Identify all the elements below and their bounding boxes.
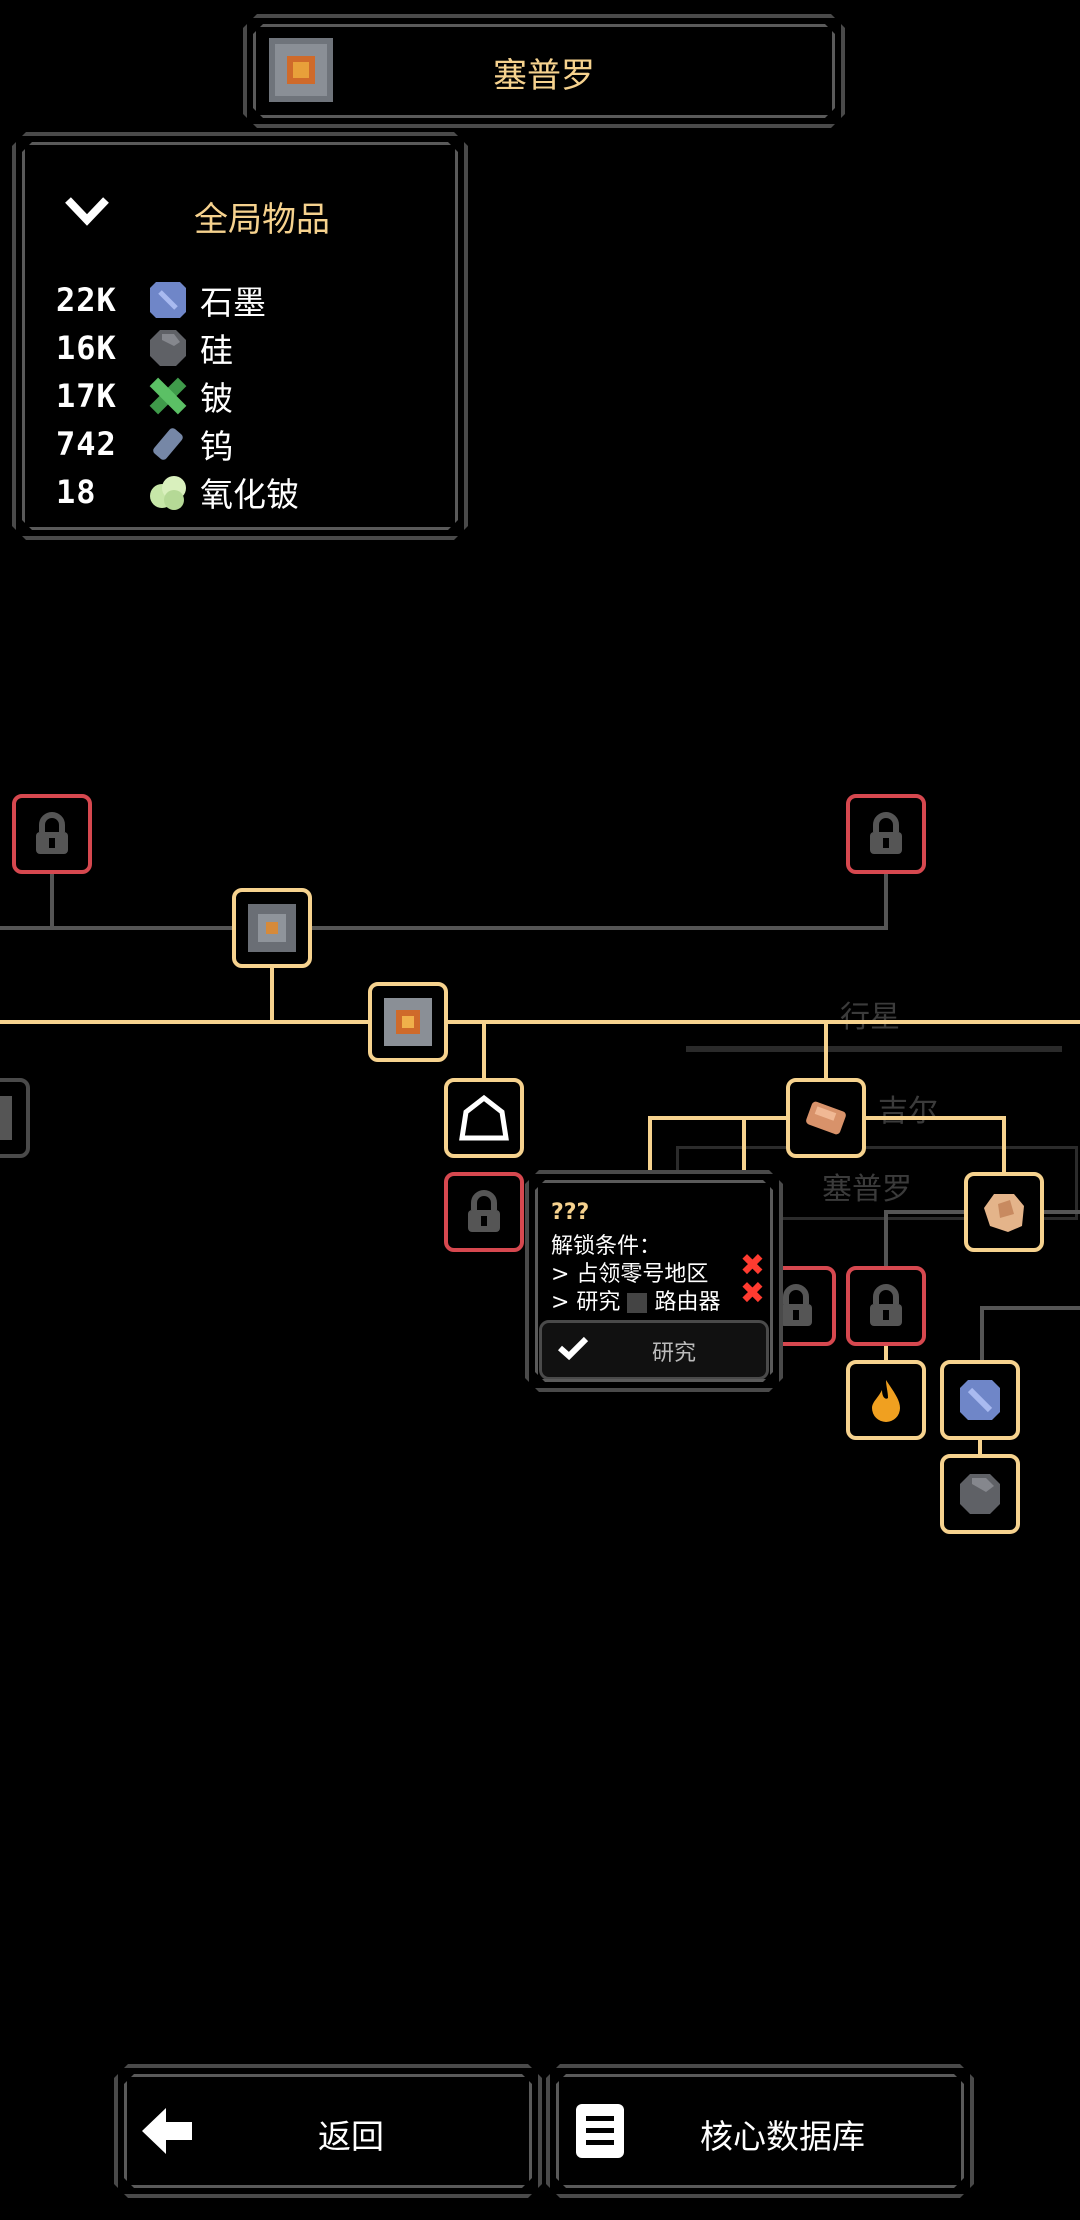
- tech-node-home[interactable]: [444, 1078, 524, 1158]
- sector-title-bar: 塞普罗: [243, 14, 845, 128]
- inventory-row: 742 钨: [56, 422, 233, 466]
- tech-node-copper[interactable]: [786, 1078, 866, 1158]
- database-icon: [572, 2102, 628, 2160]
- arrow-left-icon: [140, 2106, 194, 2156]
- requirement-sector: > 占领零号地区: [551, 1262, 709, 1287]
- global-items-panel: 全局物品 22K 石墨 16K 硅 17K 铍 742 钨 18: [12, 132, 468, 540]
- tech-wire: [0, 926, 888, 930]
- sand-icon: [984, 1194, 1024, 1232]
- graphite-icon: [146, 278, 190, 322]
- item-count: 16K: [56, 329, 117, 367]
- item-name: 氧化铍: [200, 475, 299, 514]
- tech-wire: [980, 1306, 1080, 1310]
- tech-wire: [50, 868, 54, 928]
- inventory-row: 16K 硅: [56, 326, 233, 370]
- research-button[interactable]: 研究: [539, 1320, 769, 1380]
- item-name: 石墨: [200, 283, 266, 322]
- lock-icon: [36, 812, 68, 854]
- tech-wire: [648, 1116, 652, 1176]
- global-items-title: 全局物品: [194, 200, 330, 240]
- item-name: 硅: [200, 331, 233, 370]
- tech-node-container[interactable]: [232, 888, 312, 968]
- tech-wire: [482, 1022, 486, 1080]
- tech-node-sand[interactable]: [964, 1172, 1044, 1252]
- back-button[interactable]: 返回: [114, 2064, 542, 2198]
- tech-wire: [884, 1340, 888, 1370]
- check-icon: [556, 1335, 590, 1361]
- tech-wire: [980, 1306, 984, 1366]
- silicon-icon: [146, 326, 190, 370]
- copper-icon: [806, 1101, 846, 1135]
- tech-node-locked[interactable]: [846, 1266, 926, 1346]
- tech-wire: [824, 1022, 828, 1080]
- research-tooltip: ??? 解锁条件： > 占领零号地区 ✖ > 研究 路由器 ✖ 研究: [525, 1170, 783, 1392]
- item-count: 742: [56, 425, 117, 463]
- lock-icon: [870, 1284, 902, 1326]
- core-icon: [269, 38, 333, 102]
- lock-icon: [780, 1284, 812, 1326]
- tungsten-icon: [146, 422, 190, 466]
- tech-wire: [270, 962, 274, 1022]
- inventory-row: 18 氧化铍: [56, 470, 299, 514]
- tech-wire: [884, 868, 888, 928]
- sector-title: 塞普罗: [493, 56, 595, 96]
- tech-wire: [978, 1432, 982, 1462]
- router-icon: [627, 1293, 647, 1313]
- item-name: 钨: [200, 427, 233, 466]
- tech-node-silicon[interactable]: [940, 1454, 1020, 1534]
- tech-node-graphite[interactable]: [940, 1360, 1020, 1440]
- inventory-row: 17K 铍: [56, 374, 233, 418]
- tech-wire: [884, 1210, 888, 1270]
- core-database-label: 核心数据库: [700, 2117, 865, 2156]
- tech-node-locked[interactable]: [846, 794, 926, 874]
- map-partial-label: 吉尔: [878, 1094, 938, 1129]
- tech-node-offscreen[interactable]: [0, 1078, 30, 1158]
- tech-wire: [742, 1116, 746, 1176]
- item-count: 17K: [56, 377, 117, 415]
- unlock-header: 解锁条件：: [551, 1234, 662, 1259]
- chevron-down-icon[interactable]: [62, 190, 112, 230]
- requirement-research: > 研究 路由器: [551, 1284, 720, 1316]
- container-icon: [248, 904, 296, 952]
- beryllium-icon: [146, 374, 190, 418]
- item-count: 22K: [56, 281, 117, 319]
- tech-node-locked[interactable]: [12, 794, 92, 874]
- requirement-research-label: > 研究: [551, 1290, 621, 1315]
- core-icon: [384, 998, 432, 1046]
- flame-icon: [872, 1380, 900, 1422]
- oxide-icon: [146, 470, 190, 514]
- tech-node-fuel[interactable]: [846, 1360, 926, 1440]
- unmet-x-icon: ✖: [739, 1276, 765, 1311]
- planet-divider: [686, 1046, 1062, 1052]
- unmet-x-icon: ✖: [739, 1248, 765, 1283]
- region-label: 塞普罗: [822, 1172, 912, 1207]
- tooltip-title: ???: [551, 1200, 590, 1225]
- back-button-label: 返回: [318, 2117, 384, 2156]
- item-count: 18: [56, 473, 97, 511]
- home-icon: [459, 1094, 509, 1141]
- lock-icon: [870, 812, 902, 854]
- tech-node-core[interactable]: [368, 982, 448, 1062]
- tech-node-locked[interactable]: [444, 1172, 524, 1252]
- tech-wire: [0, 1020, 1080, 1024]
- inventory-row: 22K 石墨: [56, 278, 266, 322]
- conveyor-icon: [0, 1096, 12, 1140]
- tech-wire: [1002, 1116, 1006, 1176]
- item-name: 铍: [200, 379, 233, 418]
- lock-icon: [468, 1190, 500, 1232]
- graphite-icon: [960, 1380, 1000, 1420]
- core-database-button[interactable]: 核心数据库: [546, 2064, 974, 2198]
- silicon-icon: [960, 1474, 1000, 1514]
- planet-label: 行星: [840, 1000, 900, 1035]
- research-button-label: 研究: [652, 1341, 697, 1366]
- requirement-research-item: 路由器: [654, 1290, 721, 1315]
